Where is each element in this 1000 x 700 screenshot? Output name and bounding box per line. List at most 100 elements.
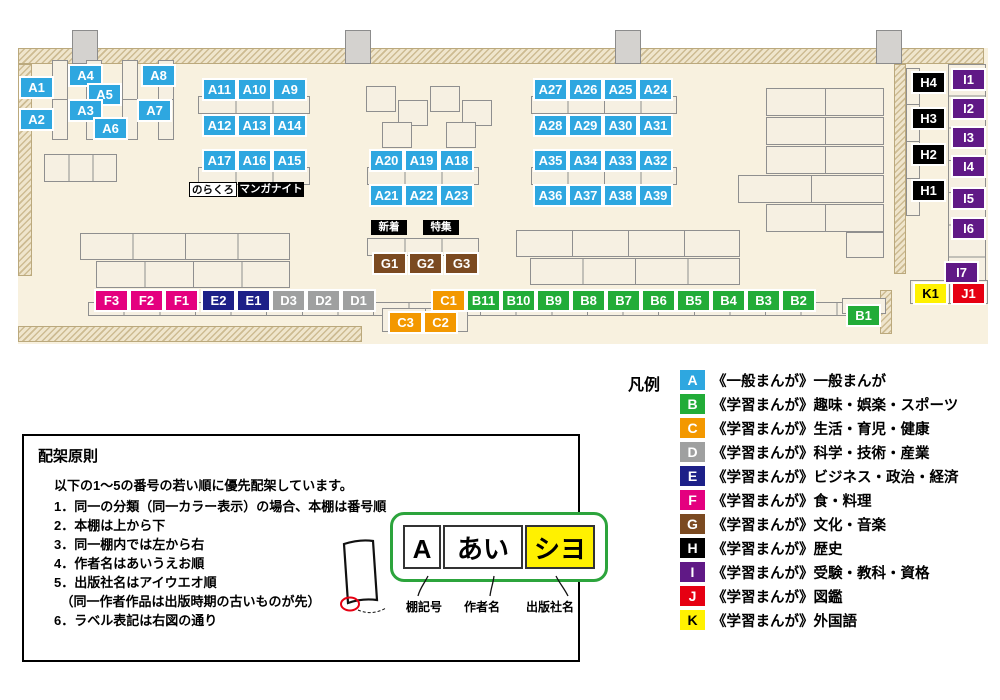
principles-panel: 配架原則 以下の1～5の番号の若い順に優先配架しています。 1．同一の分類（同一… [22, 434, 608, 662]
shelf-block [446, 122, 476, 148]
shelf-label-H4: H4 [911, 71, 946, 94]
shelf-label-A29: A29 [568, 114, 603, 137]
shelf-label-A17: A17 [202, 149, 237, 172]
shelf-label-B7: B7 [606, 289, 641, 312]
legend-row: K《学習まんが》外国語 [680, 608, 994, 632]
shelf-block [846, 232, 884, 258]
pillar [72, 30, 98, 64]
shelf-label-A39: A39 [638, 184, 673, 207]
shelf-label-H2: H2 [911, 143, 946, 166]
shelf-label-A20: A20 [369, 149, 404, 172]
shelf-label-B11: B11 [466, 289, 501, 312]
shelf-label-A28: A28 [533, 114, 568, 137]
wall-hatch [18, 326, 362, 342]
shelf-label-B6: B6 [641, 289, 676, 312]
shelf-label-A19: A19 [404, 149, 439, 172]
shelf-label-C1: C1 [431, 289, 466, 312]
principles-intro: 以下の1～5の番号の若い順に優先配架しています。 [54, 478, 353, 493]
sign-label: のらくろ [189, 182, 237, 197]
shelf-label-I1: I1 [951, 68, 986, 91]
shelf-label-K1: K1 [913, 282, 948, 305]
shelf-label-A14: A14 [272, 114, 307, 137]
shelf-label-B9: B9 [536, 289, 571, 312]
shelf-block [766, 88, 884, 116]
shelf-label-B1: B1 [846, 304, 881, 327]
legend-row: J《学習まんが》図鑑 [680, 584, 994, 608]
principles-line: （同一作者作品は出版時期の古いものが先） [54, 594, 321, 609]
shelf-label-B3: B3 [746, 289, 781, 312]
shelf-block [44, 154, 117, 182]
principles-line: 3．同一棚内では左から右 [54, 537, 205, 552]
principles-line: 6．ラベル表記は右図の通り [54, 613, 218, 628]
sign-label: 新着 [371, 220, 407, 235]
shelf-label-F1: F1 [164, 289, 199, 312]
shelf-label-A24: A24 [638, 78, 673, 101]
shelf-label-G1: G1 [372, 252, 407, 275]
shelf-label-D1: D1 [341, 289, 376, 312]
shelf-block [738, 175, 884, 203]
shelf-block [462, 100, 492, 126]
legend-category-text: 《学習まんが》趣味・娯楽・スポーツ [712, 397, 959, 414]
shelf-label-A36: A36 [533, 184, 568, 207]
legend-category-text: 《学習まんが》受験・教科・資格 [712, 565, 930, 582]
principles-line: 1．同一の分類（同一カラー表示）の場合、本棚は番号順 [54, 499, 387, 514]
shelf-label-B4: B4 [711, 289, 746, 312]
shelf-label-F3: F3 [94, 289, 129, 312]
shelf-block [382, 122, 412, 148]
shelf-label-I3: I3 [951, 126, 986, 149]
pillar [345, 30, 371, 64]
shelf-label-A35: A35 [533, 149, 568, 172]
legend-category-chip: D [680, 442, 705, 462]
label-example-cell: A [403, 525, 441, 569]
shelf-block [398, 100, 428, 126]
principles-title: 配架原則 [38, 448, 99, 465]
legend-category-text: 《学習まんが》図鑑 [712, 589, 843, 606]
shelf-label-C2: C2 [423, 311, 458, 334]
legend-row: H《学習まんが》歴史 [680, 536, 994, 560]
shelf-block [766, 204, 884, 232]
shelf-label-A18: A18 [439, 149, 474, 172]
shelf-label-A1: A1 [19, 76, 54, 99]
shelf-block [430, 86, 460, 112]
shelf-label-A4: A4 [68, 64, 103, 87]
legend-category-text: 《学習まんが》ビジネス・政治・経済 [712, 469, 959, 486]
shelf-label-A8: A8 [141, 64, 176, 87]
shelf-label-B2: B2 [781, 289, 816, 312]
shelf-label-A9: A9 [272, 78, 307, 101]
shelf-label-G3: G3 [444, 252, 479, 275]
shelf-label-F2: F2 [129, 289, 164, 312]
shelf-block [96, 261, 290, 288]
legend-category-text: 《学習まんが》科学・技術・産業 [712, 445, 930, 462]
shelf-block [516, 230, 740, 257]
annotation-arrows [417, 575, 569, 597]
legend-category-text: 《学習まんが》生活・育児・健康 [712, 421, 930, 438]
legend-category-chip: A [680, 370, 705, 390]
legend-row: C 《学習まんが》生活・育児・健康 [680, 416, 994, 440]
legend-row: E《学習まんが》ビジネス・政治・経済 [680, 464, 994, 488]
shelf-label-A30: A30 [603, 114, 638, 137]
shelf-label-I4: I4 [951, 155, 986, 178]
shelf-label-A26: A26 [568, 78, 603, 101]
shelf-label-B8: B8 [571, 289, 606, 312]
shelf-label-A3: A3 [68, 99, 103, 122]
shelf-label-B5: B5 [676, 289, 711, 312]
legend-category-chip: G [680, 514, 705, 534]
shelf-label-A11: A11 [202, 78, 237, 101]
legend-category-chip: K [680, 610, 705, 630]
shelf-block [52, 60, 68, 140]
shelf-label-A38: A38 [603, 184, 638, 207]
legend-category-text: 《学習まんが》文化・音楽 [712, 517, 886, 534]
shelf-block [766, 146, 884, 174]
shelf-label-E1: E1 [236, 289, 271, 312]
legend-category-chip: C [680, 418, 705, 438]
legend-row: A《一般まんが》一般まんが [680, 368, 994, 392]
sign-label: マンガナイト [238, 182, 304, 197]
wall-hatch [894, 64, 906, 274]
legend-row: B《学習まんが》趣味・娯楽・スポーツ [680, 392, 994, 416]
label-annotation: 出版社名 [526, 600, 575, 614]
legend-row: G 《学習まんが》文化・音楽 [680, 512, 994, 536]
shelf-label-A32: A32 [638, 149, 673, 172]
shelf-label-H3: H3 [911, 107, 946, 130]
